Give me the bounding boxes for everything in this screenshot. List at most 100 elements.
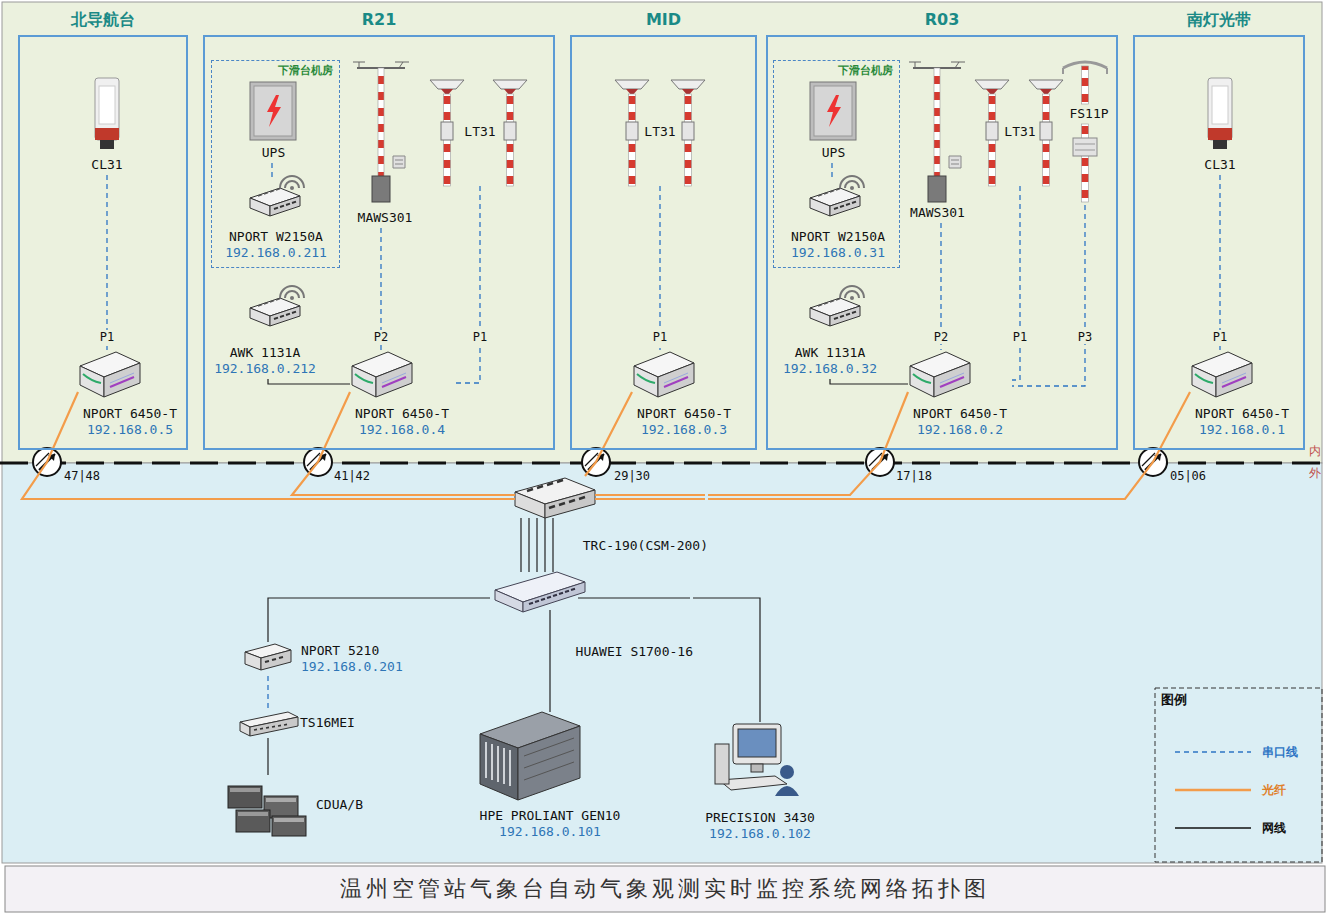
fiber-line [22, 392, 515, 499]
fiber-port-label: 41|42 [332, 469, 372, 483]
device-name: FS11P [1069, 106, 1108, 122]
ip-address: 192.168.0.4 [355, 422, 449, 438]
legend-box [1155, 688, 1322, 862]
network-line [693, 598, 760, 722]
label-holder: 内 [1309, 444, 1321, 458]
label-group: NPORT 6450-T192.168.0.3 [637, 406, 731, 438]
room-box: 下滑台机房UPSNPORT W2150A192.168.0.31 [773, 60, 900, 268]
region-title: 北导航台 [18, 8, 188, 32]
device-name: HPE PROLIANT GEN10 [480, 808, 621, 824]
device-node: NPORT 6450-T192.168.0.4 [350, 350, 454, 440]
device-node: NPORT 6450-T192.168.0.2 [908, 350, 1012, 440]
network-line [549, 662, 550, 712]
device-name: NPORT W2150A [225, 229, 327, 245]
fiber-line [708, 392, 908, 495]
device-name: TS16MEI [300, 715, 355, 731]
zone-label: 内 [1309, 444, 1321, 458]
port-label: P1 [471, 330, 489, 344]
network-line [830, 379, 908, 384]
device-node: HUAWEI S1700-16 [490, 572, 693, 662]
port-label: P2 [372, 330, 390, 344]
device-node: CDUA/B [226, 775, 366, 837]
network-line [268, 379, 350, 384]
edge-label-holder: 41|42 [332, 469, 372, 483]
label-holder: 图例 [1161, 692, 1187, 708]
serial-line [268, 676, 269, 708]
ip-address: 192.168.0.101 [480, 824, 621, 840]
port-label: P1 [651, 330, 669, 344]
device-name: NPORT 6450-T [355, 406, 449, 422]
device-name: LT31 [644, 124, 675, 140]
device-node: FS11P [1064, 60, 1114, 205]
fiber-line [22, 392, 515, 499]
region-box: R03下滑台机房UPSNPORT W2150A192.168.0.31MAWS3… [766, 8, 1118, 450]
port-label: P1 [1011, 330, 1029, 344]
ip-address: 192.168.0.102 [705, 826, 815, 842]
label-group: AWK 1131A192.168.0.212 [214, 345, 316, 377]
caption-holder: 温州空管站气象台自动气象观测实时监控系统网络拓扑图 [5, 866, 1325, 912]
label-group: CL31 [91, 157, 122, 173]
room-title: 下滑台机房 [278, 64, 333, 78]
legend-line [1175, 789, 1251, 792]
legend-title: 图例 [1161, 692, 1187, 708]
device-node: CL31 [72, 75, 142, 175]
network-line [520, 556, 521, 572]
label-group: CDUA/B [316, 797, 363, 813]
ip-address: 192.168.0.3 [637, 422, 731, 438]
legend-holder: 网线 [1262, 820, 1286, 836]
edge-label-holder: P1 [651, 330, 669, 344]
device-name: MAWS301 [910, 205, 965, 221]
device-name: CL31 [91, 157, 122, 173]
edge-label-holder: P2 [932, 330, 950, 344]
device-name: UPS [822, 145, 845, 161]
fiber-line [292, 392, 515, 495]
device-name: PRECISION 3430 [705, 810, 815, 826]
device-name: AWK 1131A [214, 345, 316, 361]
network-line [268, 598, 490, 642]
ip-address: 192.168.0.32 [783, 361, 877, 377]
device-name: AWK 1131A [783, 345, 877, 361]
serial-line [454, 186, 480, 383]
device-node: NPORT 6450-T192.168.0.3 [632, 350, 736, 440]
label-group: NPORT 6450-T192.168.0.4 [355, 406, 449, 438]
device-name: LT31 [464, 124, 495, 140]
device-name: NPORT 6450-T [83, 406, 177, 422]
region-box: R21 下滑台机房 UPS NPORT W2150A192.168.0.211 MAWS… [203, 8, 555, 450]
device-node: CL31 [1185, 75, 1255, 175]
serial-line [660, 186, 661, 350]
label-group: LT31 [644, 124, 675, 140]
device-name: NPORT W2150A [791, 229, 885, 245]
label-holder: 外 [1309, 466, 1321, 480]
legend-sample [1173, 747, 1253, 757]
serial-line [1012, 205, 1085, 386]
edge-label-holder: P1 [471, 330, 489, 344]
device-node: NPORT 5210192.168.0.201 [243, 642, 408, 676]
network-line [521, 556, 553, 572]
device-name: UPS [262, 145, 285, 161]
device-node: AWK 1131A192.168.0.32 [775, 283, 885, 379]
label-group: AWK 1131A192.168.0.32 [783, 345, 877, 377]
serial-line [272, 163, 273, 179]
label-group: NPORT 6450-T192.168.0.5 [83, 406, 177, 438]
network-line [267, 738, 268, 775]
device-name: CDUA/B [316, 797, 363, 813]
device-name: MAWS301 [358, 210, 413, 226]
edge-label-holder: 05|06 [1168, 469, 1208, 483]
network-line [268, 598, 490, 642]
region-frame [570, 35, 757, 450]
device-node: LT31 [430, 78, 530, 186]
label-group: PRECISION 3430192.168.0.102 [705, 810, 815, 842]
label-group: UPS [262, 145, 285, 161]
outer-band [2, 463, 1322, 863]
device-name: CL31 [1204, 157, 1235, 173]
region-box: MIDLT31NPORT 6450-T192.168.0.3 [570, 8, 757, 450]
caption-text: 温州空管站气象台自动气象观测实时监控系统网络拓扑图 [5, 866, 1325, 912]
region-title: R21 [203, 8, 555, 32]
network-line [536, 556, 537, 572]
serial-line [454, 186, 480, 383]
label-group: MAWS301 [910, 205, 965, 221]
ip-address: 192.168.0.2 [913, 422, 1007, 438]
legend-line [1175, 827, 1251, 829]
ip-address: 192.168.0.211 [225, 245, 327, 261]
